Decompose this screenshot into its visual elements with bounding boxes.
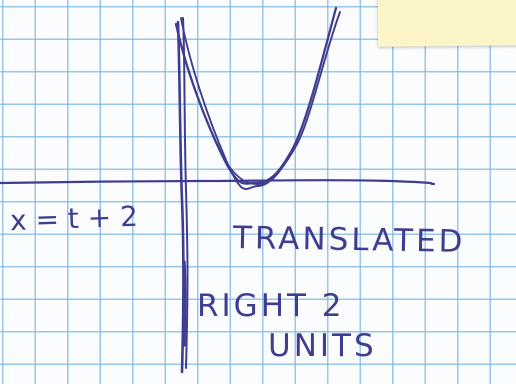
y-axis-retrace (182, 17, 189, 369)
parabola-vertex-retrace (209, 127, 291, 185)
y-axis-retrace-bottom (182, 260, 187, 347)
note-line-translated: TRANSLATED (232, 219, 466, 261)
parabola-curve (174, 6, 338, 185)
parabola-retrace (180, 11, 341, 190)
y-axis-line (176, 20, 185, 374)
x-axis-line (0, 179, 436, 186)
note-line-units: UNITS (268, 328, 377, 364)
note-line-right-2: RIGHT 2 (197, 288, 345, 324)
equation-label: x = t + 2 (9, 199, 139, 238)
